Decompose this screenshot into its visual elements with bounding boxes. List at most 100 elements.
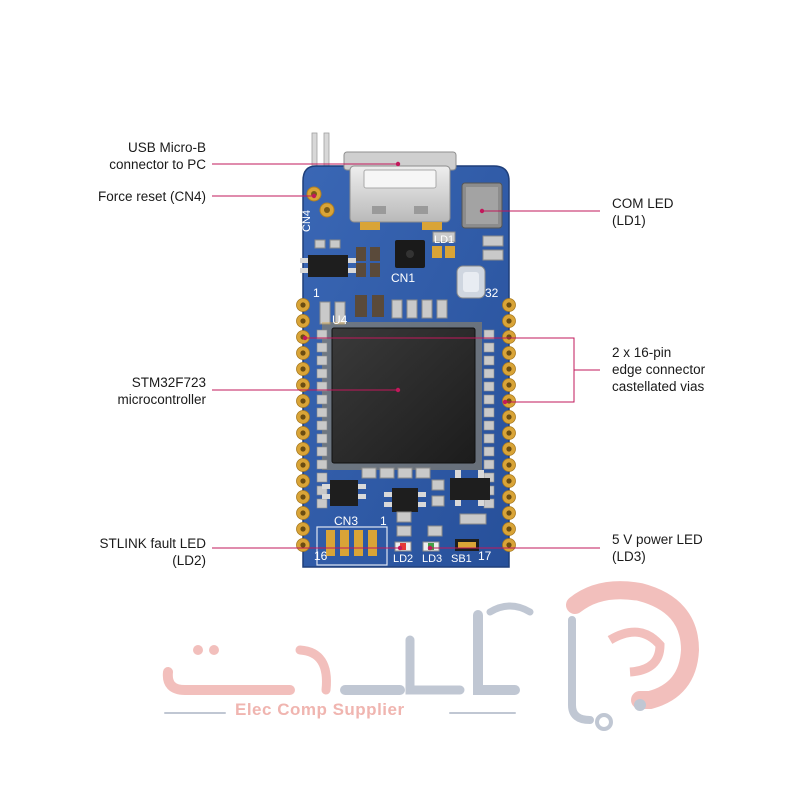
passive-component bbox=[316, 342, 328, 353]
label-mcu-line2: microcontroller bbox=[117, 392, 206, 407]
label-com-led: COM LED (LD1) bbox=[612, 195, 674, 229]
callout-lines bbox=[212, 163, 600, 549]
passive-component bbox=[483, 459, 495, 470]
passive-component bbox=[483, 368, 495, 379]
label-stlink-line2: (LD2) bbox=[172, 553, 206, 568]
silk-ld3: LD3 bbox=[422, 553, 442, 565]
silkscreen-labels: CN4 CN1 LD1 U4 1 32 CN3 1 16 17 LD2 LD3 … bbox=[301, 210, 499, 565]
silk-ld2: LD2 bbox=[393, 553, 413, 565]
passive-component bbox=[316, 446, 328, 457]
passive-component bbox=[483, 420, 495, 431]
silk-u4: U4 bbox=[332, 313, 348, 327]
label-usb-line1: USB Micro-B bbox=[127, 140, 206, 155]
label-power-line2: (LD3) bbox=[612, 549, 646, 564]
passive-component bbox=[483, 407, 495, 418]
silk-ld1: LD1 bbox=[434, 234, 454, 246]
passive-component bbox=[316, 498, 328, 509]
watermark-logo bbox=[162, 581, 700, 731]
edge-pad-hole bbox=[300, 302, 306, 308]
label-edge-line1: 2 x 16-pin bbox=[612, 345, 672, 360]
label-com-line1: COM LED bbox=[612, 196, 674, 211]
label-usb-line2: connector to PC bbox=[109, 157, 206, 172]
silk-cn1: CN1 bbox=[391, 271, 415, 285]
passive-component bbox=[316, 329, 328, 340]
edge-pad-hole bbox=[506, 414, 512, 420]
label-com-line2: (LD1) bbox=[612, 213, 646, 228]
passive-component bbox=[483, 342, 495, 353]
passive-component bbox=[483, 355, 495, 366]
edge-pad-hole bbox=[300, 526, 306, 532]
passive-component bbox=[483, 381, 495, 392]
edge-pad-hole bbox=[506, 302, 512, 308]
silk-cn3: CN3 bbox=[334, 514, 358, 528]
watermark-wordmark bbox=[162, 602, 534, 714]
passive-component bbox=[316, 420, 328, 431]
label-stlink-fault-led: STLINK fault LED (LD2) bbox=[99, 535, 206, 569]
edge-pad-hole bbox=[506, 366, 512, 372]
edge-pad-hole bbox=[506, 430, 512, 436]
passive-component bbox=[316, 381, 328, 392]
watermark-subtitle: Elec Comp Supplier bbox=[235, 700, 405, 719]
passive-component bbox=[316, 355, 328, 366]
edge-pad-hole bbox=[300, 510, 306, 516]
edge-pad-hole bbox=[300, 350, 306, 356]
edge-pad-hole bbox=[506, 334, 512, 340]
label-microcontroller: STM32F723 microcontroller bbox=[117, 374, 206, 408]
edge-pad-hole bbox=[506, 510, 512, 516]
callout-dots bbox=[302, 161, 508, 551]
label-usb-connector: USB Micro-B connector to PC bbox=[109, 139, 206, 173]
inner-left-components bbox=[316, 329, 328, 509]
edge-pad-hole bbox=[506, 382, 512, 388]
label-power-led: 5 V power LED (LD3) bbox=[612, 531, 703, 565]
edge-pad-hole bbox=[300, 462, 306, 468]
cn3-connector bbox=[316, 526, 388, 566]
edge-pad-hole bbox=[506, 318, 512, 324]
passive-component bbox=[316, 407, 328, 418]
label-edge-connector: 2 x 16-pin edge connector castellated vi… bbox=[612, 344, 705, 395]
edge-pad-hole bbox=[300, 414, 306, 420]
edge-pad-hole bbox=[300, 542, 306, 548]
com-led-ld1 bbox=[461, 182, 503, 229]
label-reset-line1: Force reset (CN4) bbox=[97, 189, 206, 204]
silk-pin16: 16 bbox=[314, 549, 328, 563]
edge-pad-hole bbox=[506, 446, 512, 452]
usb-connector bbox=[343, 151, 457, 230]
edge-pad-hole bbox=[300, 398, 306, 404]
passive-component bbox=[316, 394, 328, 405]
left-edge-pads bbox=[296, 298, 310, 552]
passive-component bbox=[316, 433, 328, 444]
label-power-line1: 5 V power LED bbox=[612, 532, 703, 547]
passive-component bbox=[316, 368, 328, 379]
edge-pad-hole bbox=[506, 350, 512, 356]
mcu-u4 bbox=[322, 322, 482, 470]
passive-component bbox=[483, 433, 495, 444]
edge-pad-hole bbox=[506, 462, 512, 468]
edge-pad-hole bbox=[506, 494, 512, 500]
label-edge-line2: edge connector bbox=[612, 362, 706, 377]
watermark-emblem bbox=[566, 581, 700, 731]
edge-pad-hole bbox=[300, 494, 306, 500]
silk-cn3-pin1: 1 bbox=[380, 514, 387, 528]
edge-pad-hole bbox=[506, 398, 512, 404]
label-edge-line3: castellated vias bbox=[612, 379, 705, 394]
silk-cn4: CN4 bbox=[301, 210, 313, 232]
passive-component bbox=[316, 459, 328, 470]
label-force-reset: Force reset (CN4) bbox=[98, 188, 206, 205]
edge-pad-hole bbox=[506, 542, 512, 548]
passive-component bbox=[316, 472, 328, 483]
top-components bbox=[300, 231, 504, 325]
passive-component bbox=[483, 498, 495, 509]
right-edge-pads bbox=[502, 298, 516, 552]
silk-pin32: 32 bbox=[485, 286, 499, 300]
edge-pad-hole bbox=[300, 318, 306, 324]
bottom-components bbox=[322, 467, 490, 537]
edge-pad-hole bbox=[300, 478, 306, 484]
edge-pad-hole bbox=[506, 526, 512, 532]
edge-pad-hole bbox=[300, 382, 306, 388]
passive-component bbox=[483, 446, 495, 457]
label-mcu-line1: STM32F723 bbox=[131, 375, 206, 390]
label-stlink-line1: STLINK fault LED bbox=[99, 536, 206, 551]
silk-pin1: 1 bbox=[313, 286, 320, 300]
